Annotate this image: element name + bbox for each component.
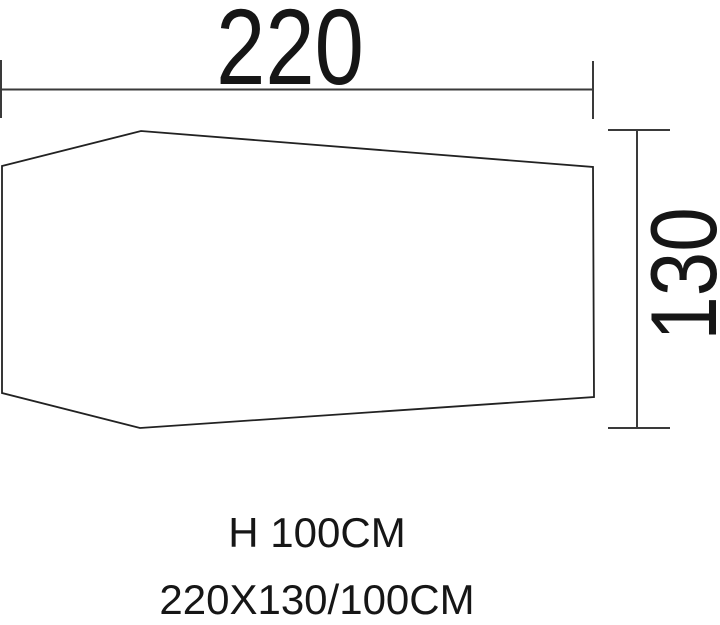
full-dimensions-caption: 220X130/100CM (159, 576, 475, 623)
tent-footprint-outline (1, 130, 595, 429)
width-dimension-line (0, 60, 594, 119)
height-caption: H 100CM (228, 509, 406, 556)
depth-dimension-label: 130 (631, 207, 720, 341)
depth-dimension-line (608, 129, 670, 429)
width-dimension-label: 220 (215, 0, 364, 107)
